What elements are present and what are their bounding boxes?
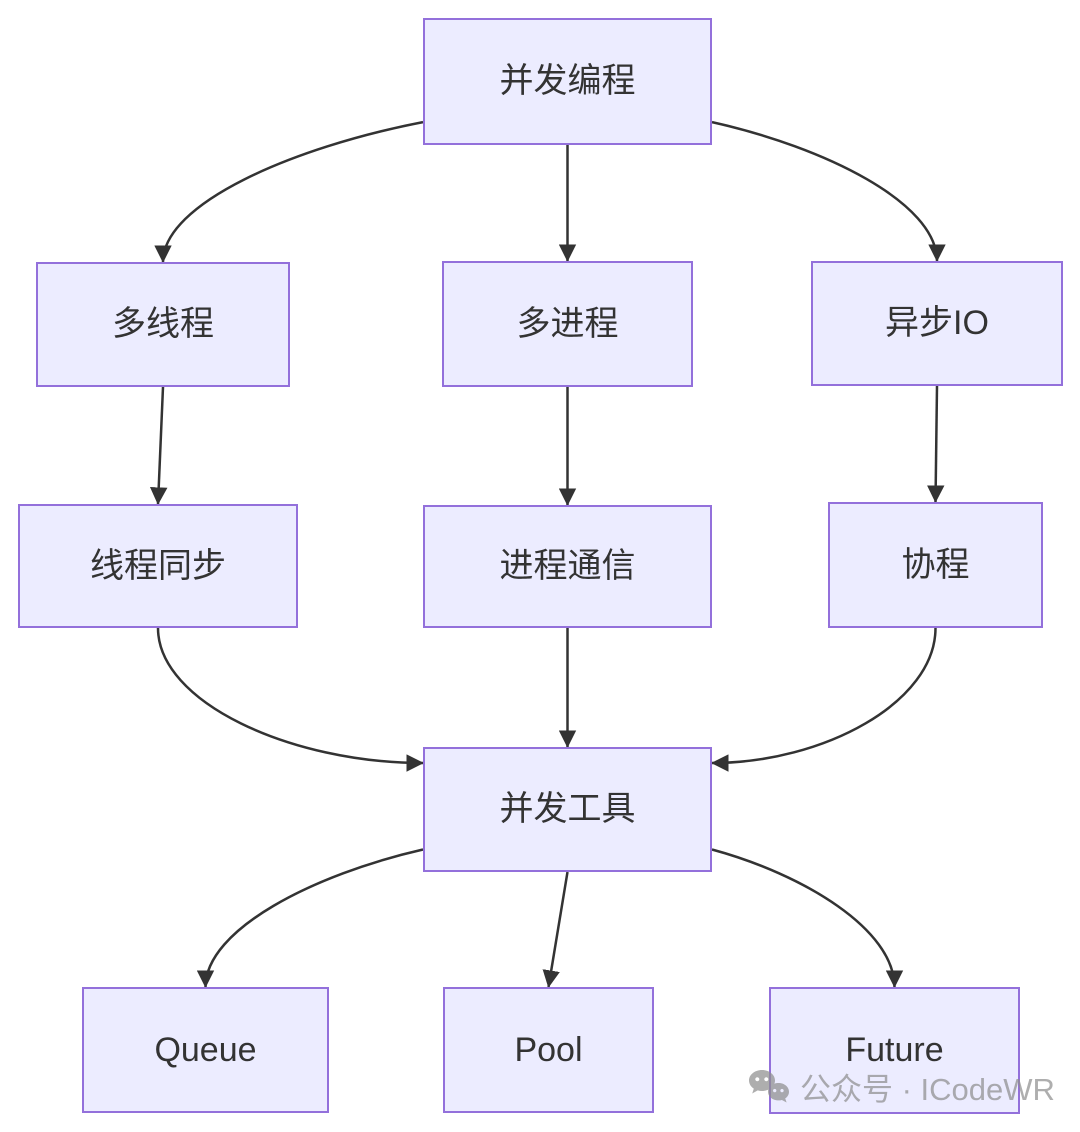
node-process-communication: 进程通信 — [423, 505, 712, 628]
node-queue: Queue — [82, 987, 329, 1113]
node-multithreading: 多线程 — [36, 262, 290, 387]
edge-asyncio-to-coroutine — [926, 385, 945, 503]
node-label: 协程 — [901, 545, 970, 584]
node-label: 线程同步 — [90, 546, 226, 585]
node-label: Future — [845, 1031, 944, 1070]
node-label: Pool — [514, 1030, 583, 1069]
node-label: 多进程 — [516, 304, 619, 343]
node-label: 并发编程 — [499, 62, 636, 101]
edge-concurrency-to-asyncio — [711, 120, 946, 262]
node-future: Future — [769, 987, 1020, 1114]
node-label: 异步IO — [885, 304, 989, 343]
node-label: 多线程 — [112, 305, 214, 344]
edge-threadsync-to-tools — [156, 627, 424, 772]
node-multiprocessing: 多进程 — [442, 261, 693, 387]
node-concurrency-programming: 并发编程 — [423, 18, 712, 145]
node-label: 并发工具 — [499, 790, 636, 829]
node-label: 进程通信 — [499, 547, 636, 586]
node-pool: Pool — [443, 987, 654, 1113]
edge-multithreading-to-threadsync — [149, 386, 168, 505]
edge-concurrency-to-multithreading — [154, 120, 424, 263]
edge-tools-to-queue — [196, 848, 424, 988]
edge-tools-to-pool — [542, 871, 569, 988]
node-label: Queue — [154, 1030, 257, 1069]
node-concurrency-tools: 并发工具 — [423, 747, 712, 872]
node-coroutine: 协程 — [828, 502, 1043, 628]
node-thread-sync: 线程同步 — [18, 504, 298, 628]
node-async-io: 异步IO — [811, 261, 1063, 386]
edge-coroutine-to-tools — [711, 627, 937, 772]
edge-tools-to-future — [711, 848, 904, 988]
